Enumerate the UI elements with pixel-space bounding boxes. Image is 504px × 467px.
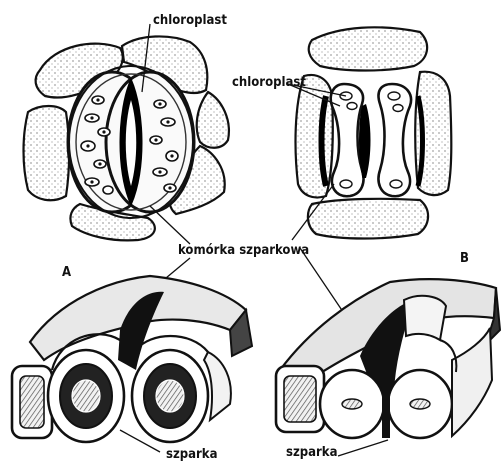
- panel-a-surface-view: chloroplast A: [24, 13, 229, 280]
- epidermal-cell: [308, 199, 428, 239]
- panel-a-3d-view: szparka: [12, 276, 252, 462]
- stomatal-pore-b: [359, 104, 371, 178]
- epidermal-cell: [24, 106, 70, 200]
- rear-cell-b: [404, 296, 446, 340]
- panel-b-surface-view: chloroplast B: [232, 27, 469, 266]
- pore-gap-b: [382, 372, 390, 438]
- chloroplast-a-label: chloroplast: [153, 13, 227, 28]
- chloroplast-b-label: chloroplast: [232, 75, 306, 90]
- end-cell-left-inner-b: [284, 376, 316, 422]
- epidermal-cell: [197, 92, 229, 148]
- panel-b-letter: B: [460, 251, 469, 266]
- panel-a-letter: A: [62, 265, 71, 280]
- end-cell-left-inner-a: [20, 376, 44, 428]
- panel-b-3d-view: szparka: [276, 279, 500, 460]
- epidermal-cell: [309, 27, 427, 70]
- guard-cell-label: komórka szparkowa: [178, 243, 309, 258]
- stoma-b-leader: [338, 440, 388, 456]
- stoma-a-label: szparka: [166, 447, 217, 462]
- right-cell-b: [452, 328, 492, 436]
- stoma-b-label: szparka: [286, 445, 337, 460]
